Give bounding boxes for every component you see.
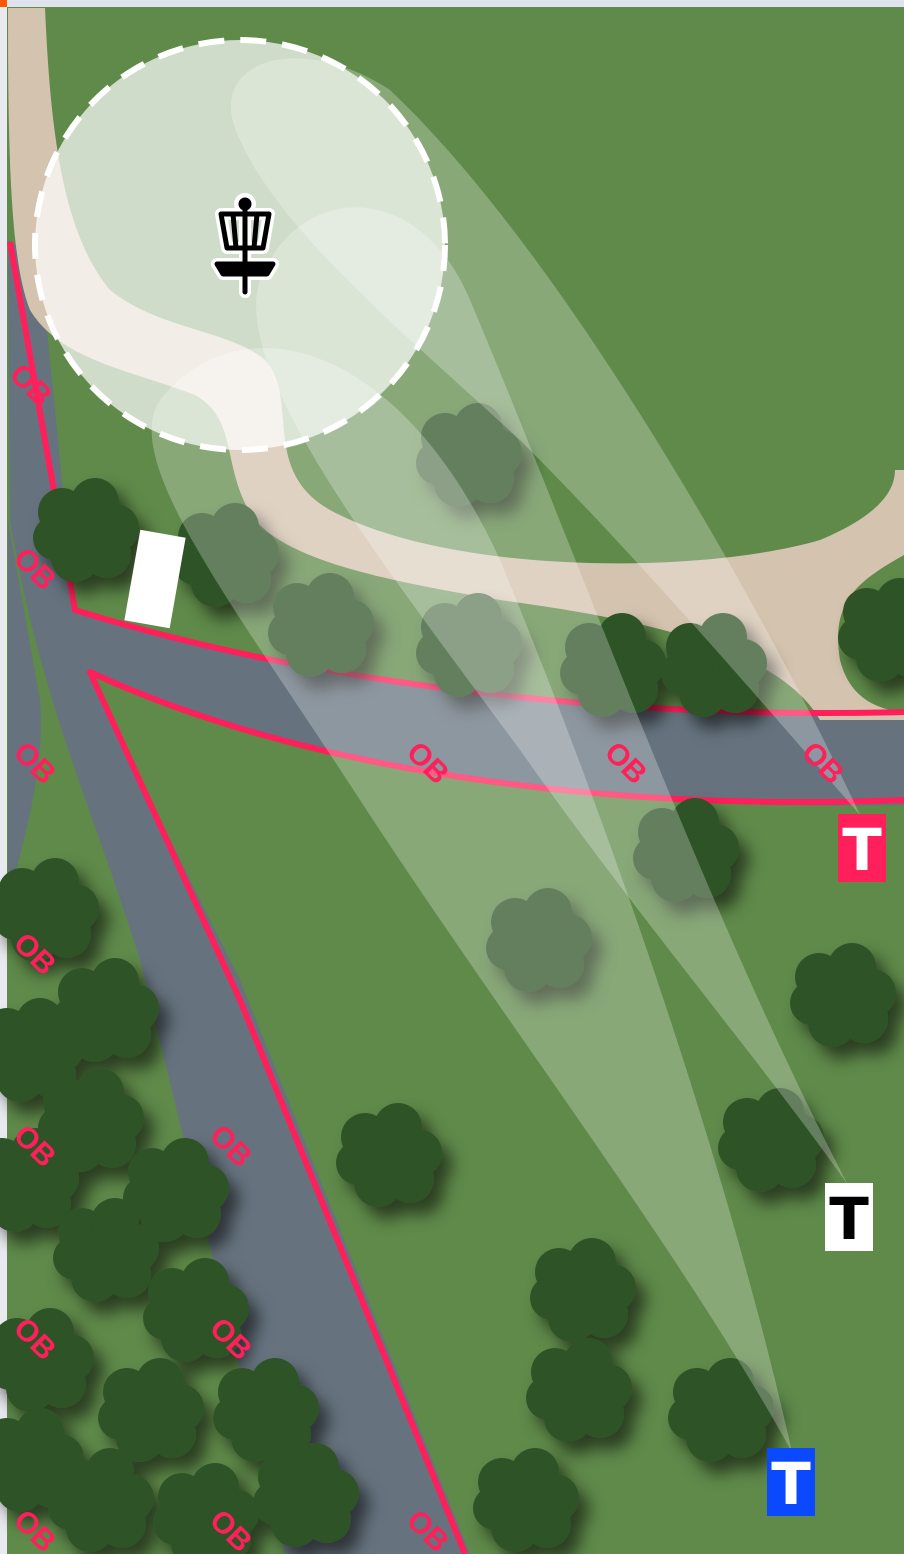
blue-tee-marker[interactable]: T	[767, 1448, 815, 1518]
flight-path-blue-tee	[151, 348, 793, 1452]
white-tee-icon	[825, 1183, 873, 1251]
ob-line-inner	[87, 669, 904, 1554]
top-bar	[0, 0, 904, 7]
flight-path-white-tee	[256, 207, 848, 1185]
corner-accent-mark	[0, 0, 7, 7]
road-left-edge	[8, 520, 41, 900]
red-tee-icon	[838, 814, 886, 882]
red-tee-marker[interactable]: T	[838, 814, 886, 884]
road-horizontal	[75, 610, 904, 806]
white-tee-marker[interactable]: T	[825, 1183, 873, 1253]
white-building	[124, 529, 186, 629]
disc-golf-basket-icon	[211, 193, 279, 298]
red-tee-label: T	[842, 816, 882, 884]
blue-tee-icon	[767, 1448, 815, 1516]
corner-accent	[0, 0, 7, 1554]
putting-circle-outline	[32, 37, 448, 453]
white-tee-label: T	[829, 1185, 869, 1253]
blue-tee-label: T	[771, 1450, 811, 1518]
